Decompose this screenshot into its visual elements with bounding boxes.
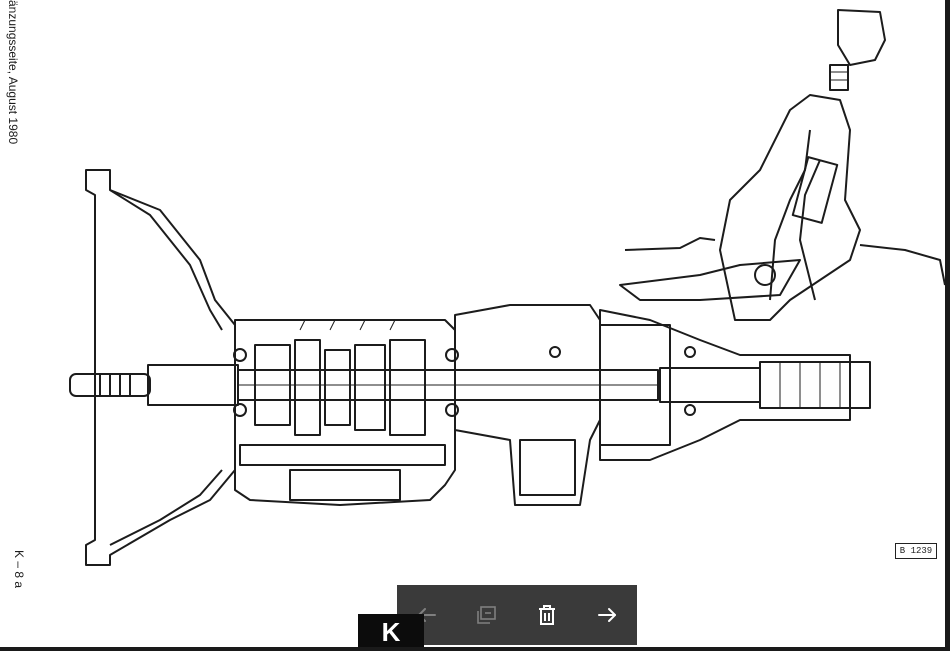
trash-icon (539, 605, 555, 625)
page-number-label: K – 8 a (12, 550, 26, 589)
copy-icon (477, 606, 496, 624)
bottom-edge-bar (0, 647, 950, 651)
app-logo[interactable]: K (358, 614, 424, 651)
image-viewer-toolbar (397, 585, 637, 645)
transmission-cutaway-drawing (69, 9, 946, 566)
delete-button[interactable] (527, 595, 567, 635)
figure-code-label: B 1239 (895, 543, 937, 559)
next-button[interactable] (587, 595, 627, 635)
logo-letter: K (381, 617, 401, 647)
copy-button[interactable] (467, 595, 507, 635)
page-side-caption: änzungsseite, August 1980 (6, 0, 20, 145)
arrow-right-icon (598, 608, 616, 622)
right-edge-strip (945, 0, 950, 651)
